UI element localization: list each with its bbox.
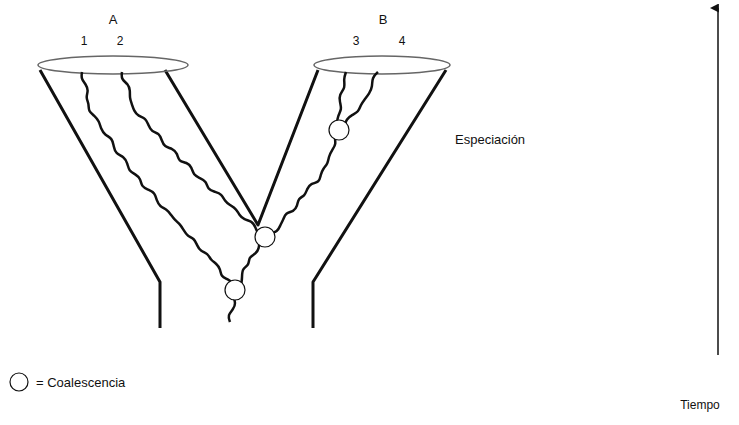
coalescence-circle <box>225 120 349 300</box>
legend-circle-sample <box>10 373 28 391</box>
gene-lineage <box>82 72 235 290</box>
legend-text: = Coalescencia <box>36 375 125 390</box>
gene-copy-number: 2 <box>117 35 124 48</box>
legend-circle-sample <box>8 372 30 392</box>
gene-lineage <box>82 72 378 322</box>
time-arrow <box>717 8 719 355</box>
gene-copy-number: 4 <box>399 35 406 48</box>
gene-lineage <box>265 130 339 237</box>
legend-entry: = Coalescencia <box>8 372 125 392</box>
coalescence-circle <box>255 227 275 247</box>
time-label: Tiempo <box>680 399 720 412</box>
speciation-label: Especiación <box>455 133 525 147</box>
coalescence-circle <box>329 120 349 140</box>
species-label: A <box>109 13 118 27</box>
coalescence-circle <box>225 280 245 300</box>
species-label: B <box>379 13 388 27</box>
population-ellipse <box>38 56 450 74</box>
species-outline <box>40 70 446 328</box>
gene-copy-number: 1 <box>81 35 88 48</box>
gene-copy-number: 3 <box>353 35 360 48</box>
gene-lineage <box>122 72 265 237</box>
